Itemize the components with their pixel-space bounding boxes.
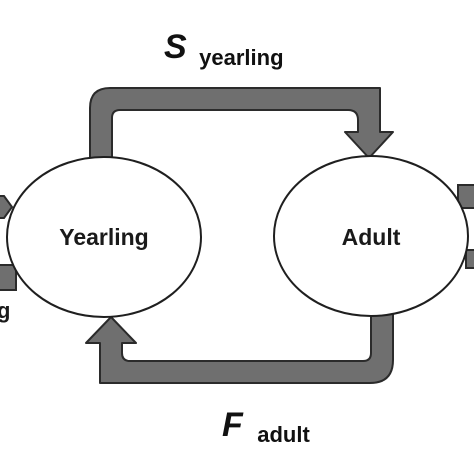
incoming-arrow-left-top (0, 195, 14, 219)
fecundity-symbol: F (222, 406, 244, 444)
adult-label: Adult (342, 224, 401, 250)
survival-symbol: S (164, 28, 187, 66)
adult-node (273, 155, 469, 317)
fecundity-subscript: adult (257, 422, 310, 447)
survival-rate-label: S yearling (164, 28, 284, 70)
cropped-left-label: g (0, 298, 10, 323)
outgoing-arrow-right-bottom (465, 249, 474, 269)
fecundity-rate-label: F adult (222, 406, 310, 447)
survival-arrow (89, 87, 394, 169)
survival-subscript: yearling (199, 45, 283, 70)
yearling-node (6, 156, 202, 318)
outgoing-arrow-left-bottom (0, 264, 17, 291)
yearling-label: Yearling (59, 224, 148, 250)
fecundity-arrow (85, 309, 394, 384)
